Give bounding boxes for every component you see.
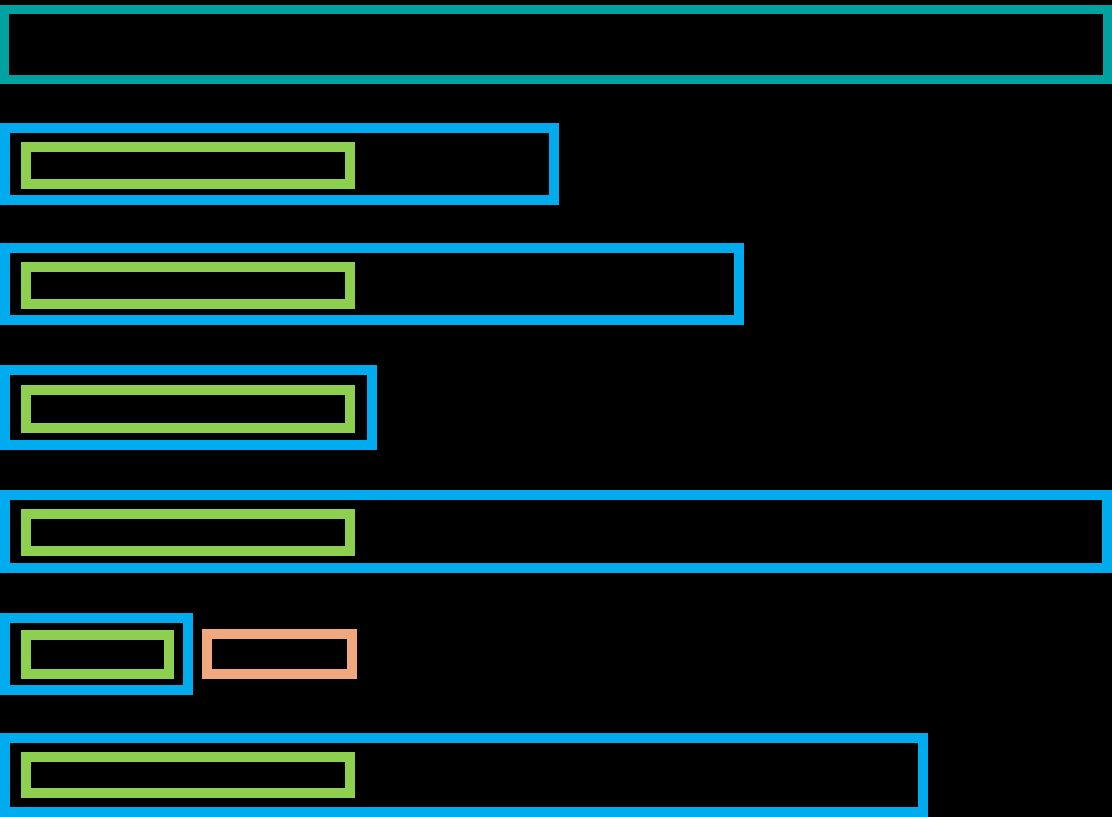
row-4-container-box[interactable] (0, 490, 1112, 573)
row-3-container-box[interactable] (0, 365, 377, 450)
row-1-container-box[interactable] (0, 123, 559, 205)
row-4-inner-label-box (21, 509, 355, 556)
row-6-inner-label-box (21, 752, 355, 798)
row-3-inner-label-box (21, 385, 355, 433)
row-2-container-box[interactable] (0, 243, 744, 325)
row-5-inner-label-box (21, 630, 174, 679)
row-5-container-box[interactable] (0, 613, 193, 695)
row-6-container-box[interactable] (0, 733, 928, 817)
row-5-secondary-box[interactable] (202, 629, 357, 679)
row-2-inner-label-box (21, 262, 355, 309)
header-outline-box (0, 5, 1112, 84)
row-1-inner-label-box (21, 142, 355, 189)
